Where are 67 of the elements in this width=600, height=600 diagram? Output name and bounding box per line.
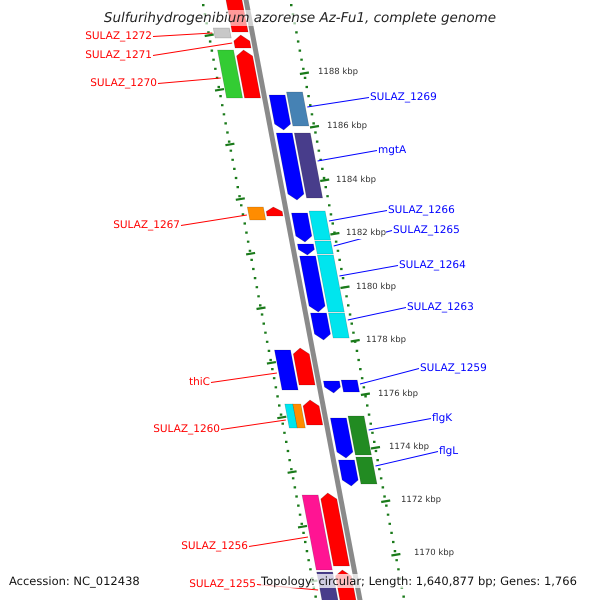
title: Sulfurihydrogenibium azorense Az-Fu1, complete genome xyxy=(104,10,496,26)
gene-block xyxy=(328,312,350,338)
gene-block xyxy=(276,132,304,200)
leader-line xyxy=(210,372,278,383)
gene-label: SULAZ_1272 xyxy=(85,30,152,43)
gene-block xyxy=(266,206,284,216)
scale-label: 1186 kbp xyxy=(327,121,368,132)
leader-line xyxy=(180,214,248,226)
gene-label: SULAZ_1260 xyxy=(153,423,220,436)
gene-block xyxy=(302,400,324,426)
gene-block xyxy=(274,350,298,390)
gene-label: flgK xyxy=(432,412,452,425)
scale-label: 1188 kbp xyxy=(318,67,358,78)
leader-line xyxy=(317,150,378,162)
gene-block xyxy=(302,494,333,570)
gene-block xyxy=(217,50,243,98)
gene-label: SULAZ_1263 xyxy=(407,301,474,314)
gene-block xyxy=(286,92,310,126)
leader-line xyxy=(152,42,233,56)
gene-block xyxy=(323,380,341,394)
gene-label: SULAZ_1255 xyxy=(189,578,256,591)
gene-block xyxy=(348,416,372,456)
gene-block xyxy=(355,456,378,484)
gene-label: SULAZ_1265 xyxy=(393,224,460,237)
gene-label: SULAZ_1271 xyxy=(85,49,152,62)
leader-line xyxy=(375,451,438,466)
gene-block xyxy=(268,94,291,130)
scale-label: 1178 kbp xyxy=(366,335,406,346)
scale-label: 1184 kbp xyxy=(336,175,376,186)
leader-line xyxy=(368,418,432,430)
gene-label: thiC xyxy=(188,376,210,389)
gene-block xyxy=(330,418,354,458)
gene-label: SULAZ_1256 xyxy=(181,540,248,553)
gene-label: SULAZ_1269 xyxy=(370,91,437,104)
gene-block xyxy=(320,492,350,566)
leader-line xyxy=(328,210,388,222)
gene-block xyxy=(292,348,316,386)
gene-block xyxy=(294,132,323,198)
genome-summary: Topology: circular; Length: 1,640,877 bp; Genes: 1,766 xyxy=(261,574,577,588)
scale-label: 1176 kbp xyxy=(378,389,418,400)
scale-label: 1174 kbp xyxy=(389,442,430,453)
scale-label: 1170 kbp xyxy=(414,548,454,559)
accession-note: Accession: NC_012438 xyxy=(9,574,140,588)
leader-line xyxy=(338,265,398,276)
gene-label: SULAZ_1267 xyxy=(113,219,180,232)
scale-label: 1180 kbp xyxy=(356,282,396,293)
gene-block xyxy=(338,460,359,486)
gene-label: flgL xyxy=(439,445,458,458)
leader-line xyxy=(158,78,222,84)
leader-line xyxy=(220,420,286,430)
leader-line xyxy=(360,368,420,384)
leader-line xyxy=(248,536,308,547)
leader-line xyxy=(306,97,370,108)
gene-label: SULAZ_1264 xyxy=(399,259,466,272)
gene-block xyxy=(340,380,360,392)
leader-line xyxy=(152,32,213,37)
gene-block xyxy=(310,312,331,340)
leader-line xyxy=(347,307,406,320)
gene-label: SULAZ_1270 xyxy=(90,77,157,90)
gene-block xyxy=(246,206,266,220)
scale-label: 1182 kbp xyxy=(346,228,386,239)
gene-label: SULAZ_1259 xyxy=(420,362,487,375)
gene-block xyxy=(292,404,306,428)
gene-block xyxy=(284,404,298,428)
gene-label: SULAZ_1266 xyxy=(388,204,455,217)
scale-label: 1172 kbp xyxy=(401,495,442,506)
gene-label: mgtA xyxy=(378,144,406,157)
